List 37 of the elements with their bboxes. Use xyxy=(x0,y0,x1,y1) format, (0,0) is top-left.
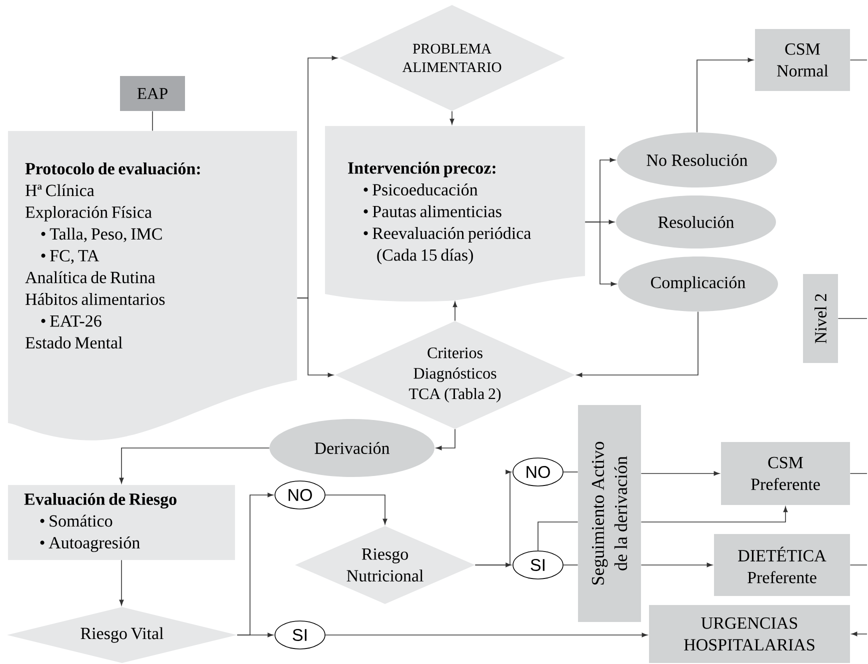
arrow xyxy=(236,632,274,638)
answer-oval: NO xyxy=(512,458,564,486)
document-box: Protocolo de evaluación: Hª Clínica Exploración Física • Talla, Peso, IMC • FC, TA Analítica de Rutina Hábitos alimentarios • EAT-26 Estado Mental xyxy=(8,131,297,440)
arrow xyxy=(436,428,456,450)
answer-oval: SI xyxy=(512,550,564,580)
connector-line xyxy=(563,564,578,566)
connector-line xyxy=(538,522,578,551)
arrow xyxy=(640,471,720,476)
document-box: Intervención precoz: • Psicoeducación • Pautas alimenticias • Reevaluación periódica (Cada 15 días) xyxy=(325,126,585,302)
process-box: CSM Normal xyxy=(755,29,850,91)
arrow xyxy=(296,298,334,378)
vertical-box: Nivel 2 xyxy=(803,274,838,363)
connector-line xyxy=(850,564,868,566)
arrow xyxy=(584,222,616,286)
arrow xyxy=(640,506,788,522)
process-box: DIETÉTICA Preferente xyxy=(714,534,850,596)
process-box: EAP xyxy=(120,76,185,111)
process-box: URGENCIAS HOSPITALARIAS xyxy=(649,604,850,663)
arrow xyxy=(119,448,270,484)
answer-oval: SI xyxy=(274,620,326,650)
arrow xyxy=(450,110,454,124)
arrow xyxy=(474,562,512,568)
arrow xyxy=(696,58,754,133)
connector-line xyxy=(850,473,868,474)
arrow xyxy=(452,302,458,322)
connector-line xyxy=(152,110,153,132)
arrow xyxy=(640,562,712,568)
arrow xyxy=(119,560,124,606)
process-box: Evaluación de Riesgo • Somático • Autoagresión xyxy=(8,485,235,560)
arrow xyxy=(852,632,868,636)
arrow xyxy=(576,311,698,378)
process-box: CSM Preferente xyxy=(721,442,850,505)
answer-oval: NO xyxy=(274,480,326,510)
arrow xyxy=(325,632,648,638)
connector-line xyxy=(838,318,868,319)
arrow xyxy=(325,494,388,524)
vertical-box: Seguimiento Activo de la derivación xyxy=(578,404,641,622)
